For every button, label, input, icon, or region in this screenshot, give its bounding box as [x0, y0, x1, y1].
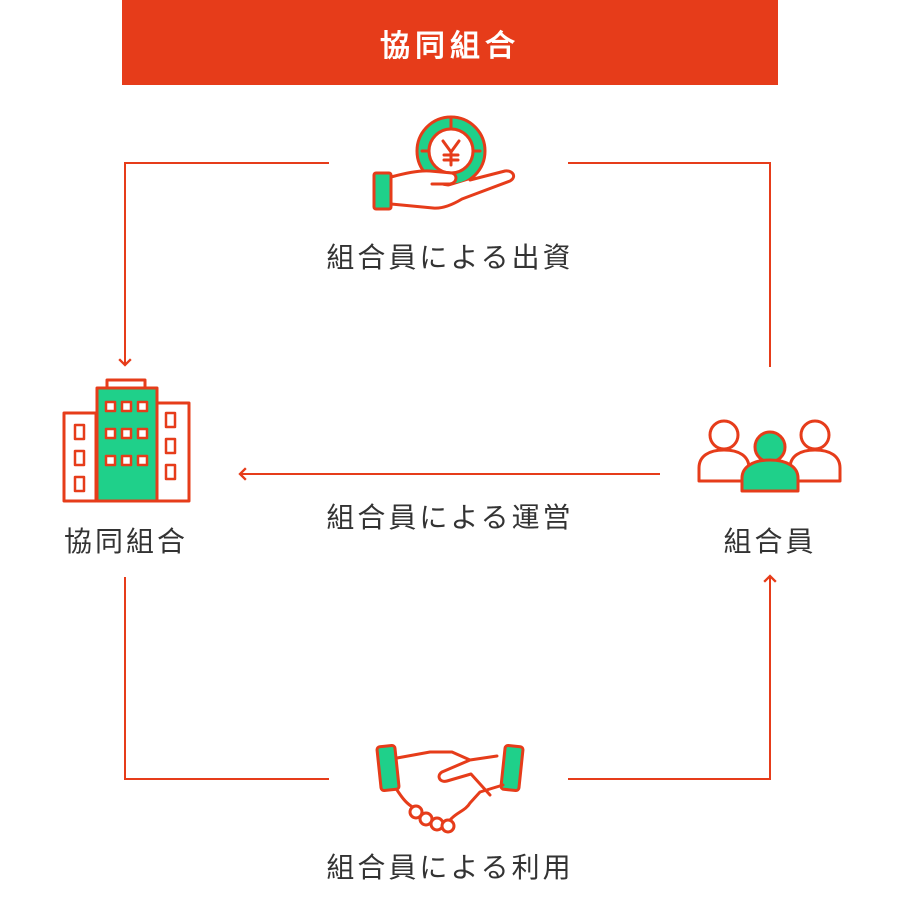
building-icon	[62, 378, 191, 503]
usage-connector	[124, 574, 777, 780]
management-label: 組合員による運営	[326, 501, 574, 534]
investment-connector	[118, 162, 771, 367]
header-banner: 協同組合	[122, 0, 778, 85]
investment-label: 組合員による出資	[326, 241, 574, 274]
people-icon	[697, 419, 842, 493]
usage-label: 組合員による利用	[326, 851, 574, 884]
cooperative-label: 協同組合	[63, 525, 188, 558]
yen-coin-hand-icon	[372, 115, 516, 211]
members-label: 組合員	[723, 525, 817, 558]
handshake-icon	[375, 743, 525, 834]
header-title: 協同組合	[380, 28, 520, 64]
